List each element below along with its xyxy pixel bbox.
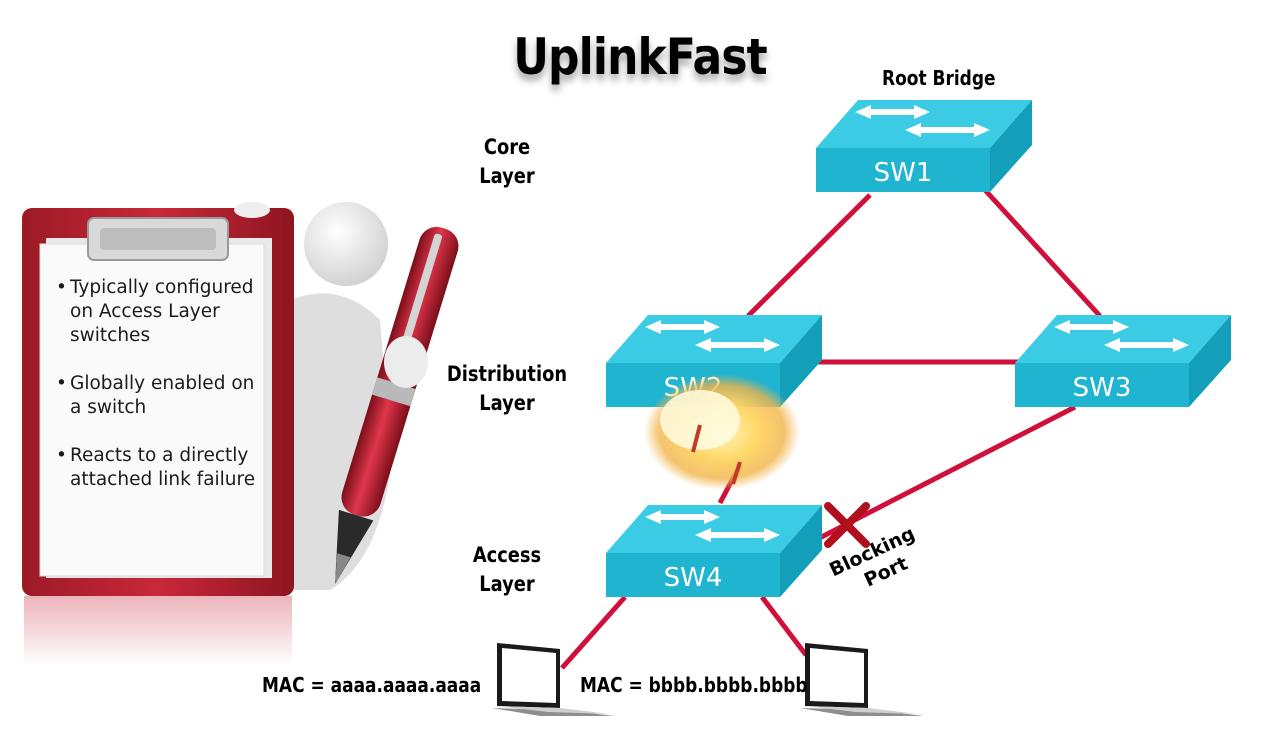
- laptop-b-icon: [800, 643, 924, 716]
- access-layer-line2: Layer: [479, 572, 535, 596]
- link-sw4-host-b: [760, 595, 808, 657]
- root-bridge-label: Root Bridge: [882, 66, 996, 90]
- link-sw1-sw2: [746, 193, 872, 318]
- link-sw1-sw3: [983, 188, 1102, 318]
- switch-sw3: SW3: [1015, 315, 1231, 407]
- access-layer-label: Access Layer: [469, 541, 546, 599]
- sw4-label: SW4: [664, 563, 723, 593]
- distribution-layer-line2: Layer: [479, 391, 535, 415]
- clipboard-clip-inner: [100, 228, 216, 250]
- figure-head: [304, 202, 388, 286]
- distribution-layer-line1: Distribution: [446, 362, 568, 386]
- clipboard-bullets: Typically configured on Access Layer swi…: [56, 276, 266, 516]
- link-sw4-host-a: [560, 595, 627, 670]
- sw3-label: SW3: [1073, 373, 1132, 403]
- core-layer-label: Core Layer: [469, 133, 546, 191]
- distribution-layer-label: Distribution Layer: [443, 360, 571, 418]
- bullet-item: Reacts to a directly attached link failu…: [56, 444, 266, 492]
- bullet-item: Globally enabled on a switch: [56, 372, 266, 420]
- switch-sw4: SW4: [606, 505, 822, 597]
- switch-sw1: SW1: [816, 100, 1032, 192]
- laptop-a-icon: [492, 643, 614, 716]
- access-layer-line1: Access: [472, 543, 542, 567]
- link-failure-explosion: [644, 374, 800, 490]
- sw1-label: SW1: [874, 158, 933, 188]
- bullet-item: Typically configured on Access Layer swi…: [56, 276, 266, 348]
- figure-hand-top: [234, 202, 270, 218]
- core-layer-line1: Core: [483, 135, 531, 159]
- figure-hand-pen: [384, 336, 428, 388]
- blocking-port-x-icon: [824, 502, 870, 548]
- host-b-mac-label: MAC = bbbb.bbbb.bbbb: [580, 673, 808, 697]
- clipboard-reflection: [24, 596, 292, 666]
- host-a-mac-label: MAC = aaaa.aaaa.aaaa: [262, 673, 482, 697]
- core-layer-line2: Layer: [479, 164, 535, 188]
- page-title: UplinkFast: [513, 28, 767, 86]
